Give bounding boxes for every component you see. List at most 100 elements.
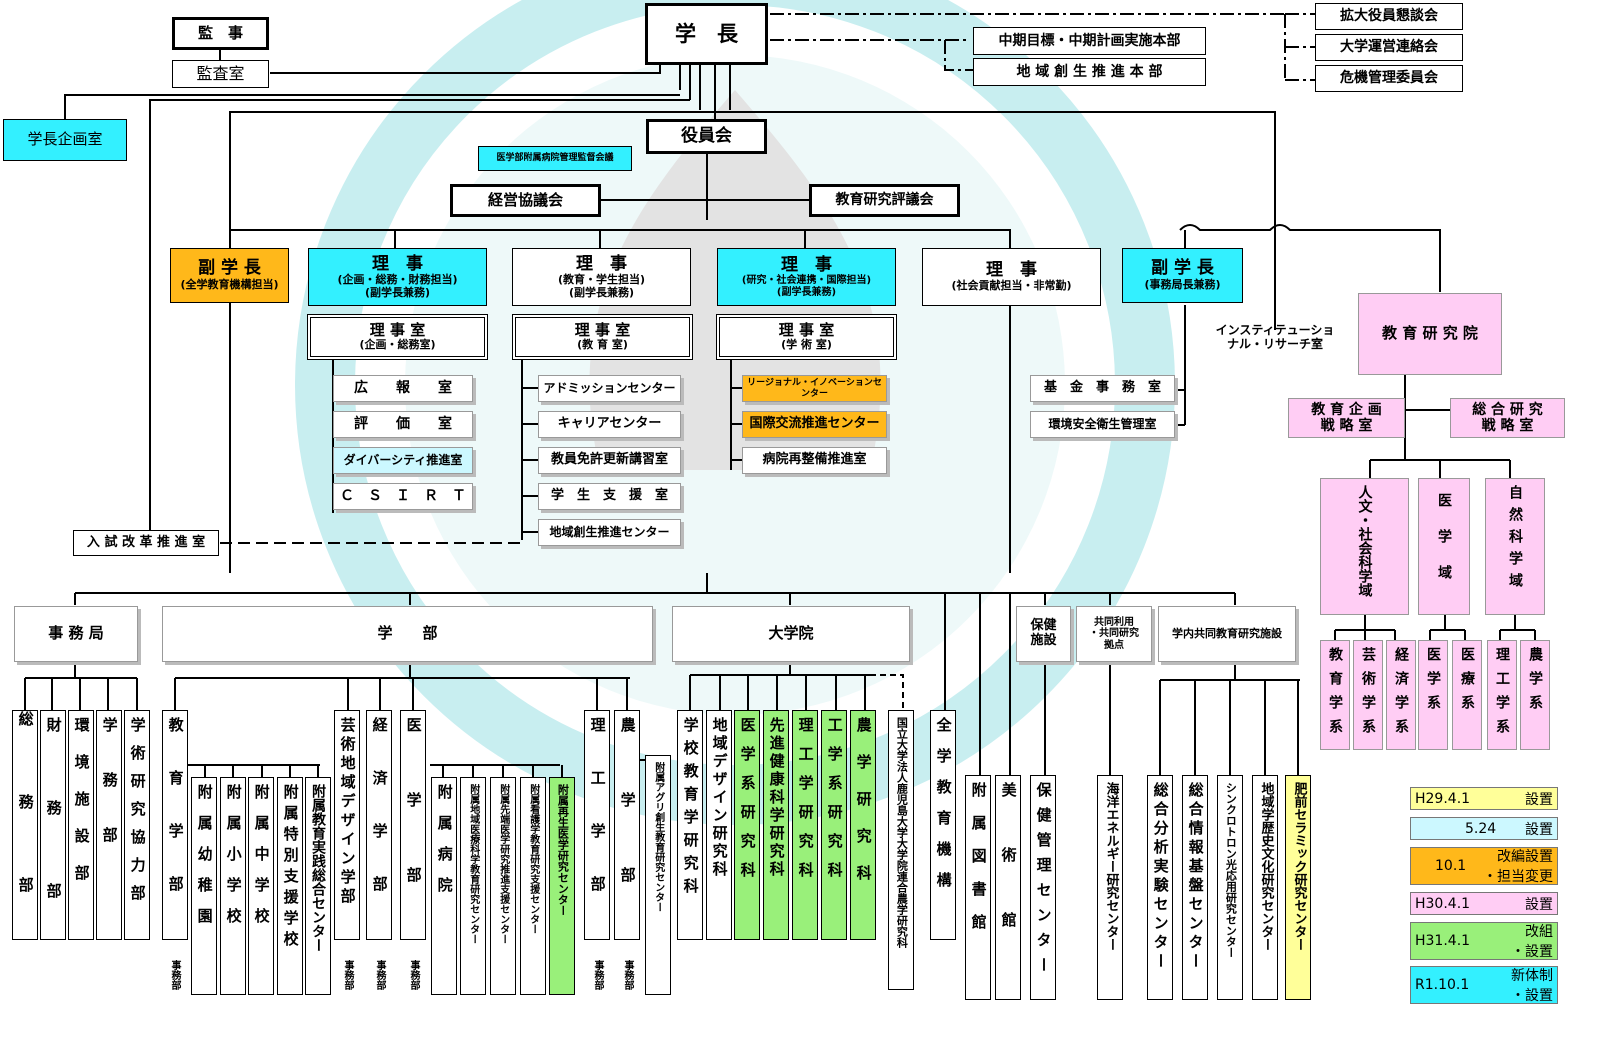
office3-box[interactable]: 理 事 室 (学 術 室) [716, 314, 897, 360]
edu-practice-center[interactable]: 附属教育実践総合センター [305, 777, 331, 995]
header-intra-facilities[interactable]: 学内共同教育研究施設 [1158, 606, 1296, 662]
faculty-economics[interactable]: 経済学部 [366, 710, 392, 940]
grad-medicine[interactable]: 医学系研究科 [734, 710, 760, 940]
joint-graduate-agri[interactable]: 国立大学法人鹿児島大学大学院連合農学研究科 [888, 710, 914, 990]
trustee2-box[interactable]: 理 事 (教育・学生担当) (副学長兼務) [512, 248, 691, 306]
grad-advanced-health[interactable]: 先進健康科学研究科 [763, 710, 789, 940]
faculty-medicine[interactable]: 医学部 [400, 710, 426, 942]
management-liaison-box[interactable]: 大学運営連絡会 [1315, 34, 1463, 61]
trustee1-box[interactable]: 理 事 (企画・総務・財務担当) (副学長兼務) [308, 248, 487, 306]
med-regenerative-center[interactable]: 附属再生医学研究センター [549, 777, 575, 995]
office1-item-evaluation[interactable]: 評 価 室 [333, 411, 473, 438]
sec-facilities[interactable]: 環境施設部 [68, 710, 94, 940]
dept-agriculture-box[interactable]: 農学系 [1520, 640, 1550, 750]
hospital-board-box[interactable]: 医学部附属病院管理監督会議 [478, 146, 632, 171]
auditor-box[interactable]: 監 事 [172, 17, 269, 50]
agri-center[interactable]: 附属アグリ創生教育研究センター [645, 755, 671, 995]
edu-kindergarten[interactable]: 附属幼稚園 [191, 777, 217, 995]
edu-elementary[interactable]: 附属小学校 [220, 777, 246, 995]
office2-box[interactable]: 理 事 室 (教 育 室) [512, 314, 693, 360]
general-education[interactable]: 全学教育機構 [930, 710, 956, 940]
fund-office-box[interactable]: 基 金 事 務 室 [1030, 375, 1175, 402]
grad-agriculture[interactable]: 農学研究科 [850, 710, 876, 940]
office2-item-student-support[interactable]: 学 生 支 援 室 [538, 483, 681, 510]
institutional-research-box[interactable]: インスティテューショ ナル・リサーチ室 [1210, 318, 1340, 358]
header-secretariat[interactable]: 事 務 局 [14, 606, 138, 662]
office2-item-career[interactable]: キャリアセンター [538, 411, 681, 438]
grad-engineering[interactable]: 工学系研究科 [821, 710, 847, 940]
med-nursing-center[interactable]: 附属看護学教育研究支援センター [520, 777, 546, 995]
education-council-box[interactable]: 教育研究評議会 [809, 184, 960, 217]
board-box[interactable]: 役員会 [646, 119, 767, 154]
facility-info-infra[interactable]: 総合情報基盤センター [1182, 775, 1208, 1000]
dept-medical-care-box[interactable]: 医療系 [1452, 640, 1482, 750]
grad-sci-eng[interactable]: 理工学研究科 [792, 710, 818, 940]
trustee3-box[interactable]: 理 事 (研究・社会連携・国際担当) (副学長兼務) [717, 248, 896, 306]
museum[interactable]: 美術館 [995, 775, 1021, 1000]
faculty-education[interactable]: 教育学部 [162, 710, 188, 940]
line-planning [64, 94, 680, 122]
header-joint-use[interactable]: 共同利用 ・共同研究 拠点 [1076, 606, 1152, 662]
office1-item-pr[interactable]: 広 報 室 [333, 375, 473, 402]
environment-office-box[interactable]: 環境安全衛生管理室 [1030, 411, 1175, 438]
expanded-officers-box[interactable]: 拡大役員懇談会 [1315, 3, 1463, 30]
faculty-art[interactable]: 芸術地域デザイン学部 [334, 710, 360, 940]
office2-item-license[interactable]: 教員免許更新講習室 [538, 447, 681, 474]
sec-research-coop[interactable]: 学術研究協力部 [124, 710, 150, 940]
trustee4-box[interactable]: 理 事 (社会貢献担当・非常勤) [922, 248, 1101, 306]
facility-ceramic[interactable]: 肥前セラミック研究センター [1285, 775, 1311, 1000]
office2-item-regional-center[interactable]: 地域創生推進センター [538, 519, 681, 546]
health-center[interactable]: 保健管理センター [1030, 775, 1056, 1000]
facility-analysis[interactable]: 総合分析実験センター [1147, 775, 1173, 1000]
grad-school-education[interactable]: 学校教育学研究科 [677, 710, 703, 940]
med-advanced-center[interactable]: 附属先端医学研究推進支援センター [490, 777, 516, 995]
office3-item-regional-innovation[interactable]: リージョナル・イノベーションセンター [742, 375, 887, 402]
header-intra-facilities-label: 学内共同教育研究施設 [1172, 626, 1282, 640]
med-hospital[interactable]: 附属病院 [431, 777, 457, 995]
office1-item-diversity[interactable]: ダイバーシティ推進室 [333, 447, 473, 474]
mid-term-hq-box[interactable]: 中期目標・中期計画実施本部 [973, 27, 1206, 55]
sec-general-affairs[interactable]: 総務部 [12, 710, 38, 960]
dept-medicine-box[interactable]: 医学系 [1418, 640, 1448, 750]
audit-office-box[interactable]: 監査室 [172, 60, 269, 88]
ocean-energy-center[interactable]: 海洋エネルギー研究センター [1097, 775, 1123, 1000]
domain-medical-box[interactable]: 医学域 [1418, 478, 1470, 615]
header-health[interactable]: 保健 施設 [1016, 606, 1071, 662]
grad-regional-design[interactable]: 地域デザイン研究科 [706, 710, 732, 940]
library[interactable]: 附属図書館 [965, 775, 991, 1000]
president-box[interactable]: 学 長 [645, 3, 768, 65]
facility-synchrotron[interactable]: シンクロトロン光応用研究センター [1217, 775, 1243, 1000]
vp2-box[interactable]: 副 学 長 (事務局長兼務) [1122, 248, 1243, 303]
edu-junior-high[interactable]: 附属中学校 [248, 777, 274, 995]
dept-economics-box[interactable]: 経済学系 [1386, 640, 1416, 750]
dept-education-box[interactable]: 教育学系 [1320, 640, 1350, 750]
dept-sci-eng-box[interactable]: 理工学系 [1487, 640, 1517, 750]
vp1-box[interactable]: 副 学 長 (全学教育機構担当) [170, 248, 289, 303]
facility-regional-history[interactable]: 地域学歴史文化研究センター [1252, 775, 1278, 1000]
edu-planning-office-box[interactable]: 教 育 企 画 戦 略 室 [1288, 398, 1405, 438]
research-strategy-office-box[interactable]: 総 合 研 究 戦 略 室 [1450, 398, 1565, 438]
sec-academic[interactable]: 学務部 [96, 710, 122, 940]
header-graduate[interactable]: 大学院 [672, 606, 910, 662]
domain-humanities-box[interactable]: 人文・社会科学域 [1320, 478, 1409, 615]
other-unit-label: 全学教育機構 [934, 717, 953, 903]
office1-item-csirt[interactable]: Ｃ Ｓ Ｉ Ｒ Ｔ [333, 483, 473, 510]
planning-office-box[interactable]: 学長企画室 [3, 119, 127, 161]
faculty-agriculture[interactable]: 農学部 [614, 710, 640, 942]
office2-item-admission[interactable]: アドミッションセンター [538, 375, 681, 402]
faculty-sci-eng[interactable]: 理工学部 [584, 710, 610, 940]
header-faculties[interactable]: 学 部 [162, 606, 653, 662]
office3-item-international[interactable]: 国際交流推進センター [742, 411, 887, 438]
admission-reform-box[interactable]: 入 試 改 革 推 進 室 [73, 530, 219, 556]
med-regional-center[interactable]: 附属地域医療科学教育研究センター [460, 777, 486, 995]
sec-finance[interactable]: 財務部 [40, 710, 66, 966]
crisis-committee-box[interactable]: 危機管理委員会 [1315, 65, 1463, 92]
edu-special-support[interactable]: 附属特別支援学校 [277, 777, 303, 995]
office3-item-hospital-rebuild[interactable]: 病院再整備推進室 [742, 447, 887, 474]
research-institute-box[interactable]: 教 育 研 究 院 [1358, 293, 1502, 375]
domain-science-box[interactable]: 自然科学域 [1485, 478, 1545, 615]
regional-hq-box[interactable]: 地 域 創 生 推 進 本 部 [973, 58, 1206, 86]
office1-box[interactable]: 理 事 室 (企画・総務室) [307, 314, 488, 360]
dept-art-box[interactable]: 芸術学系 [1353, 640, 1383, 750]
management-council-box[interactable]: 経営協議会 [450, 184, 601, 217]
